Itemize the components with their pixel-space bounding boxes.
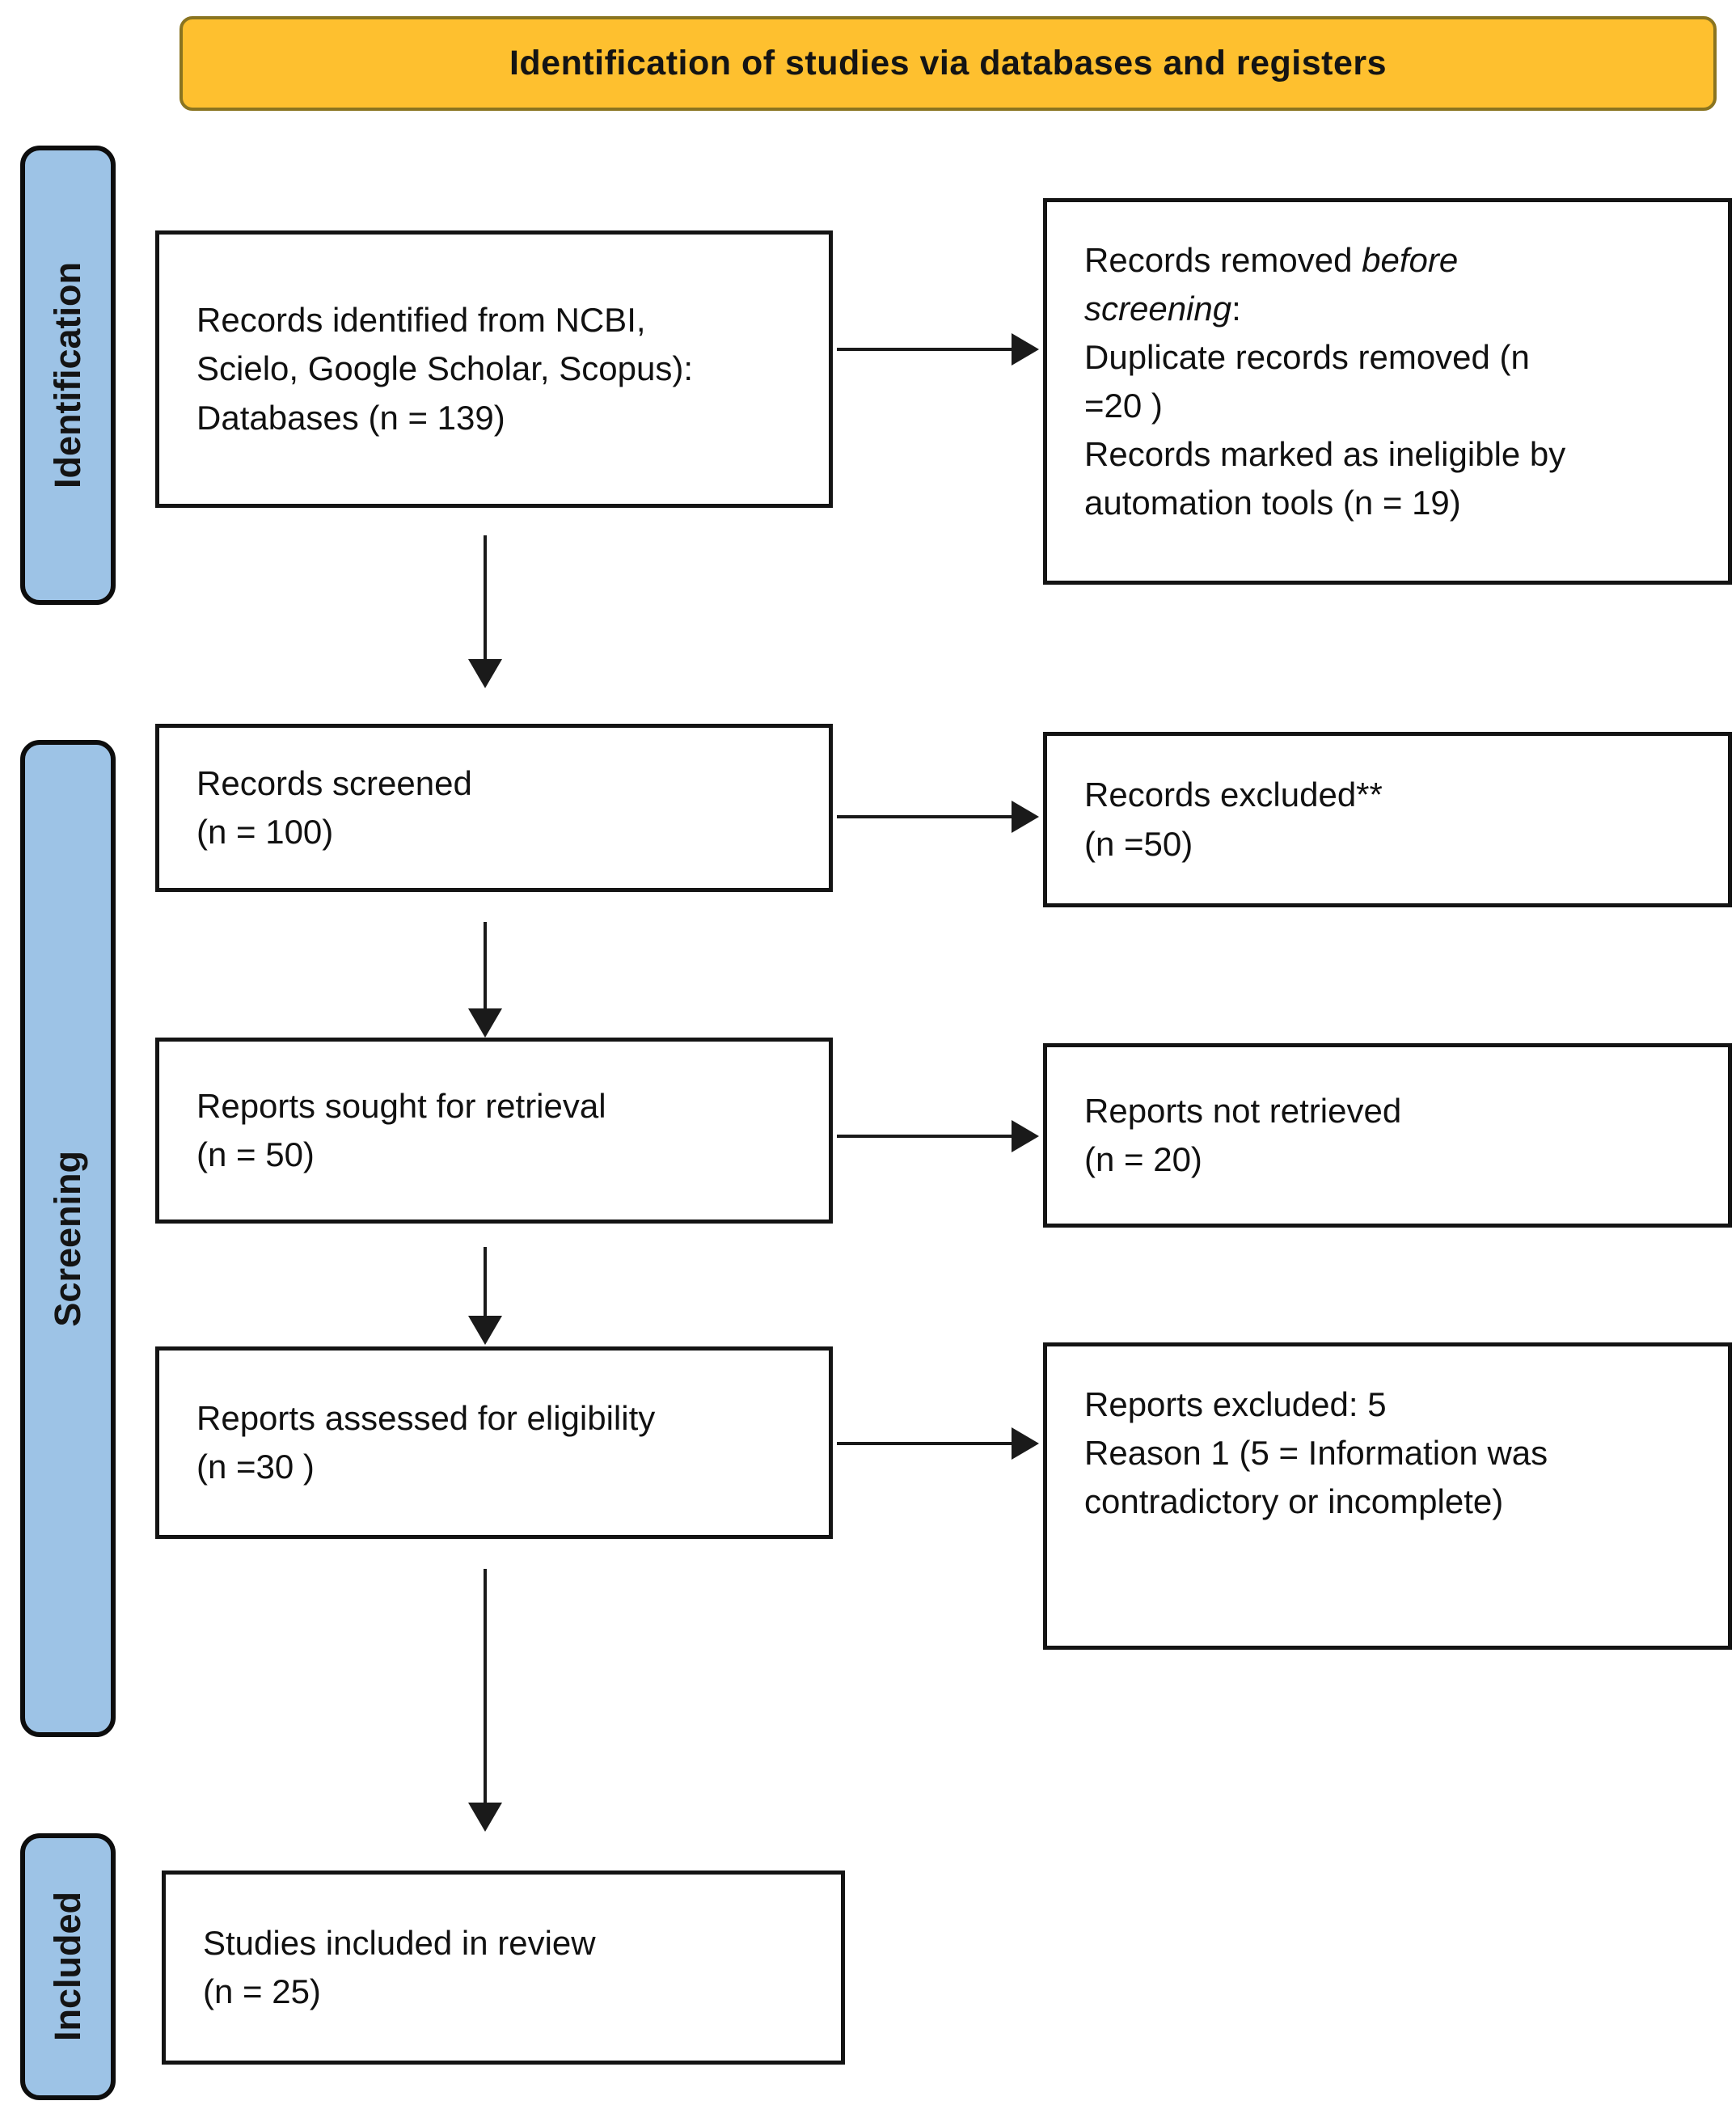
box-studies-included-text: Studies included in review (n = 25)	[203, 1923, 596, 2010]
stage-included: Included	[20, 1833, 116, 2100]
box-records-removed: Records removed before screening: Duplic…	[1043, 198, 1732, 585]
arrow-down-identified-to-screened-icon	[484, 535, 487, 660]
records-removed-suffix: :	[1231, 290, 1241, 328]
box-studies-included: Studies included in review (n = 25)	[162, 1870, 845, 2065]
box-reports-sought: Reports sought for retrieval (n = 50)	[155, 1038, 833, 1224]
box-records-removed-text: Records removed before screening: Duplic…	[1047, 202, 1590, 552]
box-records-screened-text: Records screened (n = 100)	[196, 763, 472, 851]
arrow-right-assessed-to-excluded-icon	[837, 1442, 1012, 1445]
arrow-down-screened-to-sought-icon	[484, 922, 487, 1009]
box-records-identified: Records identified from NCBI, Scielo, Go…	[155, 230, 833, 508]
records-removed-italic: before screening	[1084, 241, 1459, 328]
box-records-screened: Records screened (n = 100)	[155, 724, 833, 892]
box-records-excluded: Records excluded** (n =50)	[1043, 732, 1732, 907]
arrow-right-sought-to-not-retrieved-icon	[837, 1135, 1012, 1138]
arrow-down-assessed-to-included-icon	[484, 1569, 487, 1803]
records-removed-details: Duplicate records removed (n =20 ) Recor…	[1084, 338, 1566, 522]
arrow-right-screened-to-excluded-icon	[837, 815, 1012, 818]
box-reports-not-retrieved: Reports not retrieved (n = 20)	[1043, 1043, 1732, 1228]
arrow-down-sought-to-assessed-icon	[484, 1247, 487, 1317]
stage-identification: Identification	[20, 146, 116, 605]
stage-included-label: Included	[47, 1892, 88, 2042]
box-reports-not-retrieved-text: Reports not retrieved (n = 20)	[1084, 1091, 1402, 1178]
box-reports-excluded-text: Reports excluded: 5 Reason 1 (5 = Inform…	[1084, 1385, 1548, 1521]
box-reports-assessed: Reports assessed for eligibility (n =30 …	[155, 1346, 833, 1539]
box-reports-sought-text: Reports sought for retrieval (n = 50)	[196, 1086, 606, 1173]
stage-screening: Screening	[20, 740, 116, 1737]
records-removed-prefix: Records removed	[1084, 241, 1362, 279]
diagram-title-banner: Identification of studies via databases …	[180, 16, 1717, 111]
box-reports-excluded: Reports excluded: 5 Reason 1 (5 = Inform…	[1043, 1342, 1732, 1650]
box-records-excluded-text: Records excluded** (n =50)	[1084, 776, 1383, 863]
box-reports-assessed-text: Reports assessed for eligibility (n =30 …	[196, 1398, 656, 1486]
stage-identification-label: Identification	[47, 262, 88, 488]
box-records-identified-text: Records identified from NCBI, Scielo, Go…	[196, 301, 694, 437]
diagram-title: Identification of studies via databases …	[509, 44, 1388, 82]
arrow-right-identified-to-removed-icon	[837, 348, 1012, 351]
stage-screening-label: Screening	[47, 1150, 88, 1327]
